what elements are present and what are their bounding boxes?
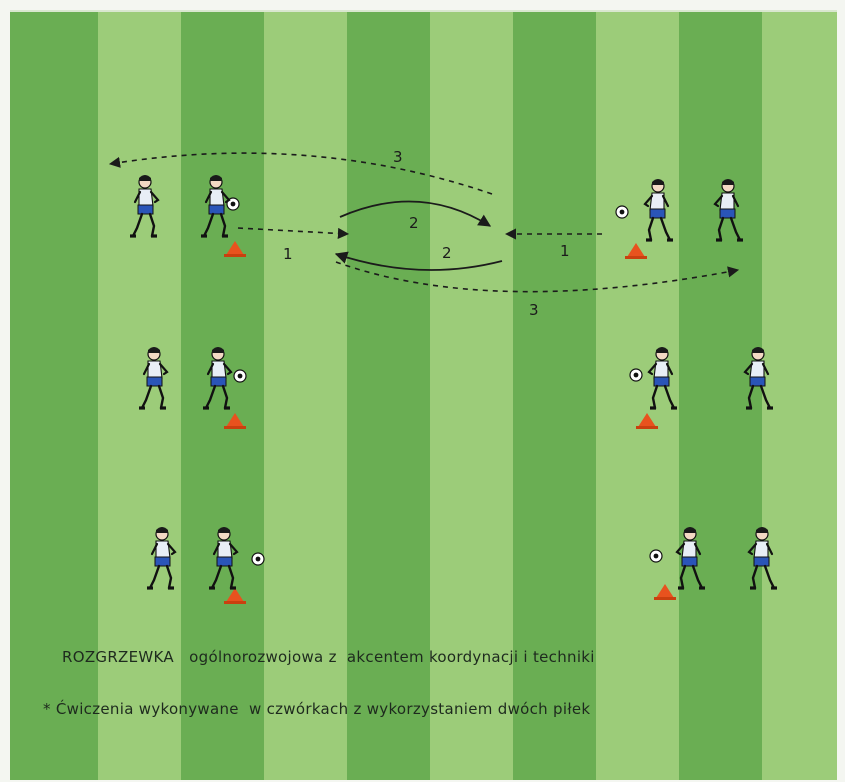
ball-icon xyxy=(629,368,643,382)
lower-run-label: 2 xyxy=(442,244,452,262)
ball-icon xyxy=(649,549,663,563)
cone-icon xyxy=(224,241,246,257)
football-pitch: 3 2 1 2 1 3 xyxy=(10,10,837,780)
player-figure xyxy=(203,347,233,410)
cone-icon xyxy=(625,243,647,259)
bottom-pass-label: 3 xyxy=(529,301,539,319)
lower-run-arrow xyxy=(334,251,503,271)
player-figure xyxy=(201,175,231,238)
player-figure xyxy=(675,527,705,590)
diagram-note: * Ćwiczenia wykonywane w czwórkach z wyk… xyxy=(43,700,591,718)
pitch-drawing: 3 2 1 2 1 3 xyxy=(10,12,837,780)
diagram-title: ROZGRZEWKA ogólnorozwojowa z akcentem ko… xyxy=(62,648,595,666)
stripe-light xyxy=(264,12,347,780)
player-figure xyxy=(209,527,239,590)
top-pass-arrow xyxy=(108,152,493,195)
player-figure xyxy=(647,347,677,410)
bottom-pass-arrow xyxy=(335,261,740,293)
left-pass-arrow xyxy=(237,227,350,240)
stripe-dark xyxy=(679,12,762,780)
player-figure xyxy=(713,179,743,242)
cone-icon xyxy=(224,588,246,604)
ball-icon xyxy=(251,552,265,566)
balls xyxy=(226,197,663,566)
ball-icon xyxy=(233,369,247,383)
left-pass-label: 1 xyxy=(283,245,293,263)
upper-run-label: 2 xyxy=(409,214,419,232)
players xyxy=(130,175,777,590)
upper-run-arrow xyxy=(339,200,492,227)
player-figure xyxy=(139,347,169,410)
stripe-dark xyxy=(513,12,596,780)
cone-icon xyxy=(636,413,658,429)
right-pass-label: 1 xyxy=(560,242,570,260)
player-figure xyxy=(643,179,673,242)
ball-icon xyxy=(226,197,240,211)
player-figure xyxy=(147,527,177,590)
cones xyxy=(224,241,676,604)
stripe-dark xyxy=(181,12,264,780)
player-figure xyxy=(743,347,773,410)
movement-arrows xyxy=(108,152,740,293)
stripe-dark xyxy=(347,12,430,780)
stripe-light xyxy=(98,12,181,780)
stripe-light xyxy=(596,12,679,780)
ball-icon xyxy=(615,205,629,219)
stripe-light xyxy=(762,12,837,780)
player-figure xyxy=(130,175,160,238)
cone-icon xyxy=(224,413,246,429)
cone-icon xyxy=(654,584,676,600)
stripe-dark xyxy=(10,12,98,780)
grass-stripes xyxy=(10,12,837,780)
player-figure xyxy=(747,527,777,590)
stripe-light xyxy=(430,12,513,780)
top-pass-label: 3 xyxy=(393,148,403,166)
